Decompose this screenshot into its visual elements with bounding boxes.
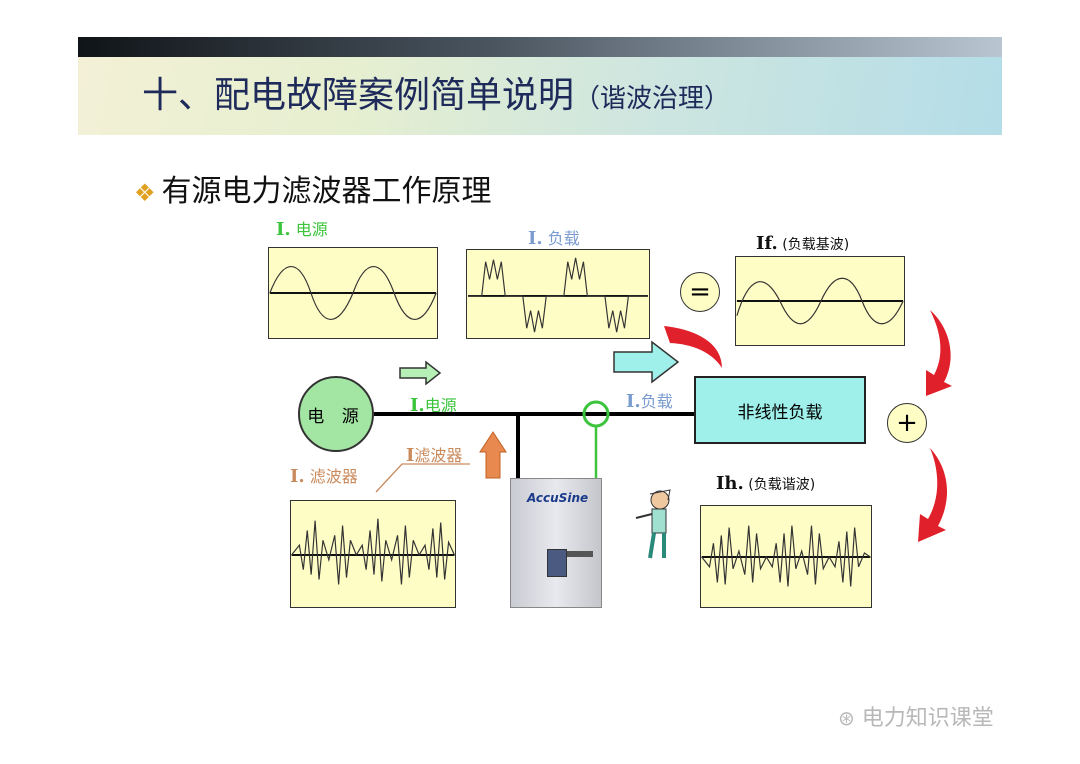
- label-i-load-top-prefix: I.: [528, 228, 543, 249]
- waveform-filter-trace: [291, 518, 455, 585]
- red-arrow-top-right-icon: [926, 310, 952, 396]
- label-i-load-top: I. 负载: [528, 225, 580, 249]
- cabinet-brand-label: AccuSine: [527, 491, 589, 505]
- waveform-fundamental-trace: [736, 277, 904, 325]
- waveform-source-trace: [269, 266, 437, 320]
- label-i-source-line-text: 电源: [424, 396, 457, 415]
- bullet-text: 有源电力滤波器工作原理: [161, 174, 492, 209]
- label-i-load-top-text: 负载: [547, 229, 580, 248]
- pointing-person-icon: [635, 489, 671, 559]
- label-ih: Ih. (负载谐波): [716, 473, 815, 494]
- power-source-node: 电 源: [298, 376, 374, 452]
- title-banner-background: [78, 57, 1002, 135]
- title-banner-topbar: [78, 37, 1002, 57]
- source-flow-arrow-icon: [399, 360, 442, 386]
- bullet-heading: ❖有源电力滤波器工作原理: [134, 166, 492, 210]
- label-i-source-top-text: 电源: [295, 220, 328, 239]
- diamond-bullet-icon: ❖: [134, 179, 156, 207]
- cabinet-control-panel: [547, 549, 567, 577]
- label-i-load-line-text: 负载: [640, 392, 673, 411]
- plus-operator: +: [887, 403, 927, 443]
- page-title-main: 十、配电故障案例简单说明: [142, 75, 575, 116]
- label-if-text: (负载基波): [782, 237, 850, 253]
- label-if: If. (负载基波): [756, 233, 849, 254]
- label-i-source-line: I.电源: [410, 392, 457, 416]
- page-title-sub: （谐波治理）: [574, 84, 731, 114]
- label-i-filter-mid-prefix: I: [406, 445, 415, 466]
- label-i-source-top-prefix: I.: [276, 219, 291, 240]
- filter-injection-arrow-icon: [479, 431, 507, 479]
- watermark: ⊛ 电力知识课堂: [838, 700, 994, 732]
- label-i-source-line-prefix: I.: [410, 395, 425, 416]
- label-ih-text: (负载谐波): [748, 477, 816, 493]
- label-i-source-top: I. 电源: [276, 216, 328, 240]
- label-if-prefix: If.: [756, 233, 778, 254]
- waveform-load-current: [466, 249, 650, 339]
- equals-operator: =: [680, 272, 720, 312]
- red-decompose-arrow-icon: [664, 326, 722, 368]
- waveform-harmonic: [700, 505, 872, 608]
- wechat-icon: ⊛: [838, 706, 855, 730]
- waveform-load-trace: [468, 257, 648, 333]
- waveform-harmonic-trace: [701, 525, 871, 587]
- title-banner: [78, 37, 1002, 135]
- waveform-source-current: [268, 247, 438, 339]
- label-ih-prefix: Ih.: [716, 473, 744, 494]
- waveform-fundamental: [735, 256, 905, 346]
- label-i-filter-left-prefix: I.: [290, 466, 305, 487]
- waveform-filter-current: [290, 500, 456, 608]
- cabinet-nameplate: [567, 551, 593, 557]
- filter-label-leader-line: [375, 463, 470, 493]
- label-i-filter-mid-text: 滤波器: [414, 446, 463, 465]
- active-filter-cabinet: AccuSine: [510, 478, 602, 608]
- load-flow-arrow-icon: [613, 340, 680, 384]
- page-title: 十、配电故障案例简单说明（谐波治理）: [142, 66, 730, 118]
- label-i-filter-mid: I滤波器: [406, 442, 462, 466]
- label-i-load-line: I.负载: [626, 388, 673, 412]
- red-arrow-bottom-right-icon: [918, 448, 948, 542]
- label-i-load-line-prefix: I.: [626, 391, 641, 412]
- label-i-filter-left-text: 滤波器: [309, 467, 358, 486]
- label-i-filter-left: I. 滤波器: [290, 463, 358, 487]
- nonlinear-load-box: 非线性负载: [694, 376, 866, 444]
- watermark-text: 电力知识课堂: [861, 706, 994, 731]
